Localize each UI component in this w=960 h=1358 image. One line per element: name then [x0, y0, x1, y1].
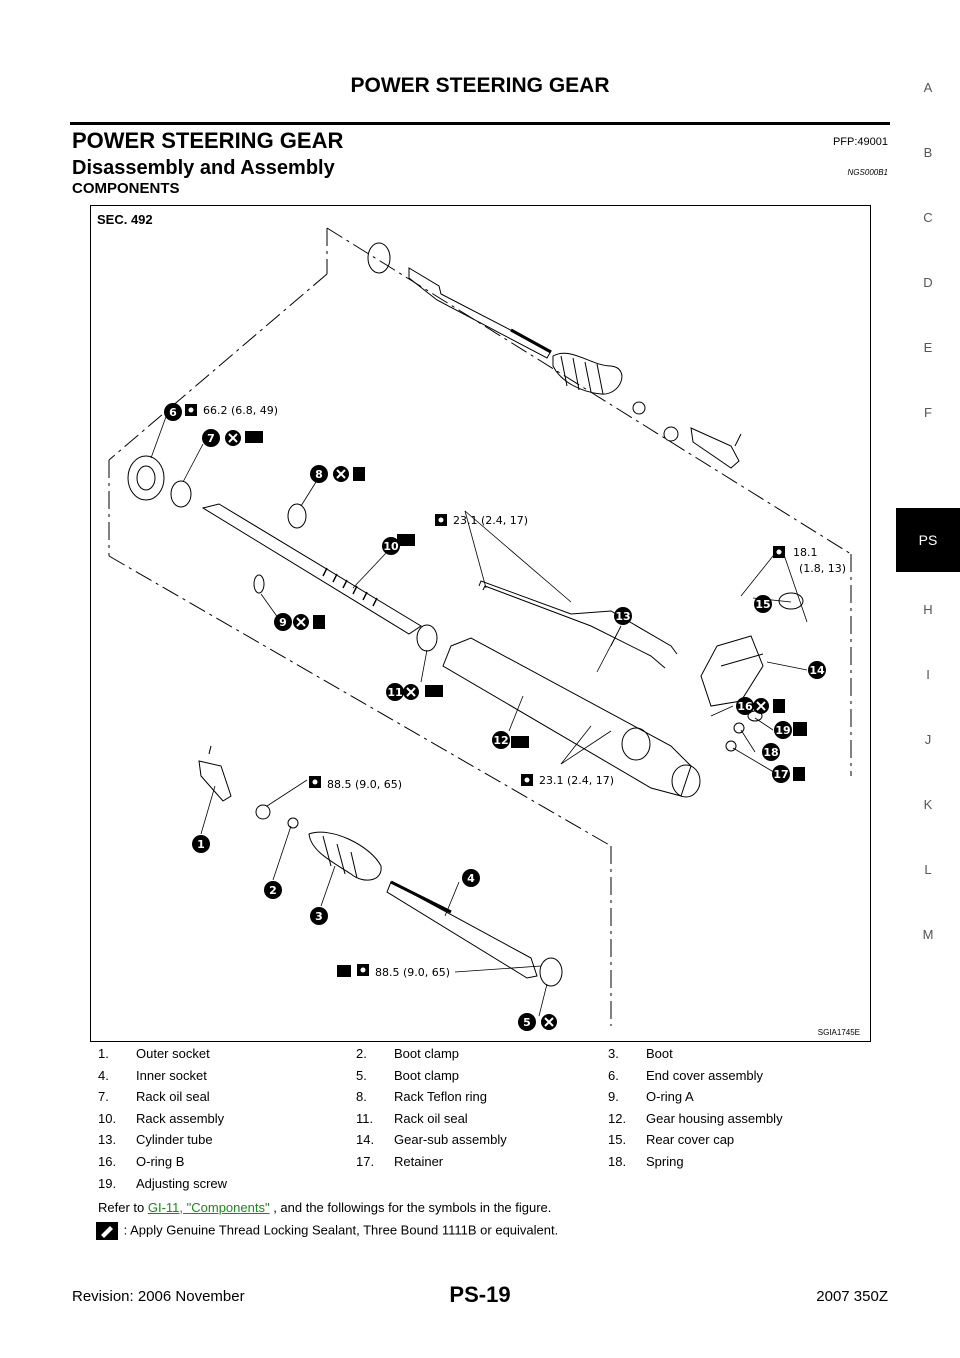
tab-f[interactable]: F: [924, 405, 932, 420]
callout-9: 9: [279, 616, 287, 629]
footer-model: 2007 350Z: [816, 1288, 888, 1305]
lower-nut: [255, 804, 271, 820]
page-header: POWER STEERING GEAR: [350, 74, 610, 97]
header-rule: [70, 122, 890, 125]
tab-e[interactable]: E: [923, 340, 933, 355]
components-heading: COMPONENTS: [72, 180, 180, 197]
tab-m[interactable]: M: [922, 927, 934, 942]
torque-icon-holes: [188, 407, 782, 973]
parts-row: 7.Rack oil seal 8.Rack Teflon ring 9.O-r…: [98, 1089, 694, 1105]
callout-1: 1: [197, 838, 205, 851]
teflon-ring: [287, 503, 307, 529]
cylinder-tube: [478, 580, 678, 655]
lower-boot-clamp: [287, 817, 299, 829]
callout-5: 5: [523, 1016, 531, 1029]
parts-row: 4.Inner socket 5.Boot clamp 6.End cover …: [98, 1067, 764, 1083]
upper-small-clamp: [632, 401, 646, 415]
torque-label-6: 66.2 (6.8, 49): [203, 404, 279, 417]
section-title: POWER STEERING GEAR: [72, 128, 344, 153]
retainer: [725, 740, 737, 752]
tab-i[interactable]: I: [926, 667, 930, 682]
tab-l[interactable]: L: [924, 862, 932, 877]
lower-inner-socket: [386, 881, 538, 979]
callout-2: 2: [269, 884, 277, 897]
exploded-diagram: SEC. 492: [90, 205, 871, 1042]
tab-h[interactable]: H: [923, 602, 933, 617]
pfp-code: PFP:49001: [832, 136, 888, 148]
refer-text: Refer to GI-11, "Components" , and the f…: [98, 1200, 552, 1215]
upper-clamp: [367, 242, 391, 274]
callout-18: 18: [763, 746, 778, 759]
upper-boot: [552, 352, 623, 395]
components-link[interactable]: GI-11, "Components": [147, 1200, 270, 1215]
o-ring-a: [253, 574, 265, 594]
subsection-title: Disassembly and Assembly: [72, 157, 335, 179]
torque-label-12: 23.1 (2.4, 17): [539, 774, 615, 787]
lower-outer-socket: [198, 760, 232, 802]
parts-row: 19.Adjusting screw: [98, 1175, 228, 1191]
subsection-code: NGS000B1: [847, 168, 888, 177]
tab-d[interactable]: D: [923, 275, 933, 290]
sec-label: SEC. 492: [97, 212, 153, 227]
rack-oil-seal-7: [170, 480, 192, 508]
upper-nut: [663, 426, 679, 442]
callout-11: 11: [387, 686, 402, 699]
lower-clamp: [539, 957, 563, 987]
x-icons: [225, 430, 769, 1030]
torque-label-13: 23.1 (2.4, 17): [453, 514, 529, 527]
rack: [201, 503, 422, 635]
thread-sealant-icon: [96, 1222, 118, 1240]
parts-row: 1.Outer socket 2.Boot clamp 3.Boot: [98, 1046, 673, 1061]
legend-text: : Apply Genuine Thread Locking Sealant, …: [123, 1222, 559, 1238]
tab-c[interactable]: C: [923, 210, 933, 225]
tab-k[interactable]: K: [923, 797, 933, 812]
gear-housing: [442, 637, 692, 797]
callout-numbers: 6 7 8 10 9 11 12 13 14 15 16 19 18 17 1 …: [164, 403, 826, 1031]
tab-j[interactable]: J: [924, 732, 932, 747]
tab-ps[interactable]: PS: [896, 508, 960, 572]
parts-list: 1.Outer socket 2.Boot clamp 3.Boot 4.Inn…: [98, 1046, 878, 1197]
figure-id: SGIA1745E: [817, 1028, 860, 1037]
callout-19: 19: [775, 724, 790, 737]
tab-b[interactable]: B: [923, 145, 933, 160]
callout-13: 13: [615, 610, 630, 623]
upper-outer-socket: [690, 427, 740, 469]
legend-row: : Apply Genuine Thread Locking Sealant, …: [96, 1222, 559, 1240]
callout-15: 15: [755, 598, 770, 611]
outline-lines: [108, 227, 852, 1026]
callout-16: 16: [737, 700, 753, 713]
callout-6: 6: [169, 406, 177, 419]
page-number: PS-19: [449, 1282, 511, 1307]
fluid-icons: [245, 431, 807, 977]
diagram-drawing: 6 7 8 10 9 11 12 13 14 15 16 19 18 17 1 …: [108, 227, 852, 1031]
rack-oil-seal-11: [416, 624, 438, 652]
footer-revision: Revision: 2006 November: [72, 1288, 245, 1305]
callout-14: 14: [809, 664, 825, 677]
adjusting-screw: [733, 722, 745, 734]
callout-3: 3: [315, 910, 323, 923]
callout-10: 10: [383, 540, 399, 553]
torque-label-15b: (1.8, 13): [799, 562, 847, 575]
callout-4: 4: [467, 872, 475, 885]
parts-row: 10.Rack assembly 11.Rack oil seal 12.Gea…: [98, 1110, 783, 1126]
torque-label-5: 88.5 (9.0, 65): [375, 966, 451, 979]
gear-sub: [700, 635, 764, 707]
torque-label-15a: 18.1: [793, 546, 818, 559]
callout-7: 7: [207, 432, 215, 445]
callout-8: 8: [315, 468, 323, 481]
parts-row: 16.O-ring B 17.Retainer 18.Spring: [98, 1153, 684, 1169]
end-cover: [127, 455, 165, 501]
callout-12: 12: [493, 734, 508, 747]
callout-17: 17: [773, 768, 788, 781]
torque-label-1: 88.5 (9.0, 65): [327, 778, 403, 791]
parts-row: 13.Cylinder tube 14.Gear-sub assembly 15…: [98, 1132, 735, 1148]
lower-boot: [308, 831, 382, 881]
leader-lines: [150, 413, 808, 1017]
upper-inner-socket: [408, 267, 552, 359]
tab-a[interactable]: A: [923, 80, 933, 95]
